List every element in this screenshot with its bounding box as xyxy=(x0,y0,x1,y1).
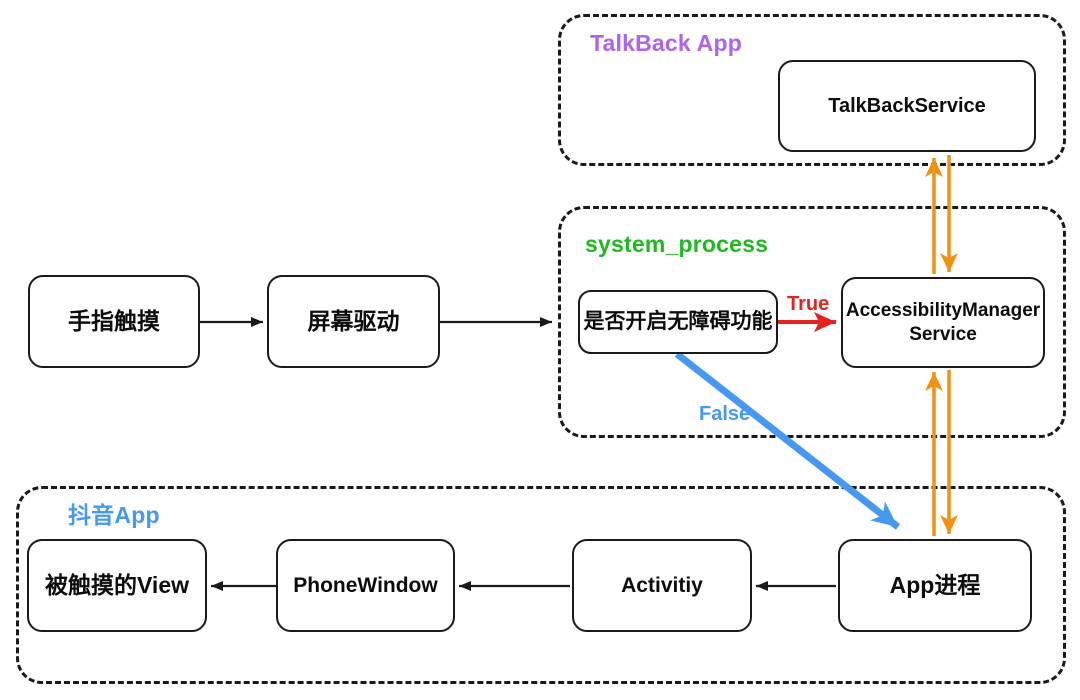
node-finger-touch: 手指触摸 xyxy=(28,275,200,368)
node-accessibility-check: 是否开启无障碍功能 xyxy=(578,290,778,354)
node-touched-view: 被触摸的View xyxy=(27,539,207,632)
douyin-app-label: 抖音App xyxy=(68,502,160,528)
false-label: False xyxy=(699,403,751,425)
true-label: True xyxy=(787,293,830,315)
node-phone-window: PhoneWindow xyxy=(276,539,455,632)
node-screen-driver-label: 屏幕驱动 xyxy=(307,308,400,335)
node-finger-touch-label: 手指触摸 xyxy=(68,308,160,335)
talkback-app-label: TalkBack App xyxy=(590,30,742,56)
douyin-app-group xyxy=(16,486,1066,684)
node-talkback-service-label: TalkBackService xyxy=(828,94,986,117)
node-accessibility-check-label: 是否开启无障碍功能 xyxy=(583,310,773,334)
node-activity-label: Activitiy xyxy=(621,573,703,597)
node-talkback-service: TalkBackService xyxy=(778,60,1036,152)
node-screen-driver: 屏幕驱动 xyxy=(267,275,440,368)
node-ams-label-line2: Service xyxy=(909,323,977,345)
node-touched-view-label: 被触摸的View xyxy=(45,572,189,599)
node-ams-label-line1: AccessibilityManager xyxy=(845,300,1041,322)
system-process-label: system_process xyxy=(585,231,769,257)
node-app-process: App进程 xyxy=(838,539,1032,632)
node-app-process-label: App进程 xyxy=(889,572,981,599)
node-accessibility-manager-service: AccessibilityManager Service xyxy=(841,277,1045,368)
node-activity: Activitiy xyxy=(572,539,752,632)
node-phone-window-label: PhoneWindow xyxy=(293,573,438,597)
talkback-app-group xyxy=(558,14,1066,166)
